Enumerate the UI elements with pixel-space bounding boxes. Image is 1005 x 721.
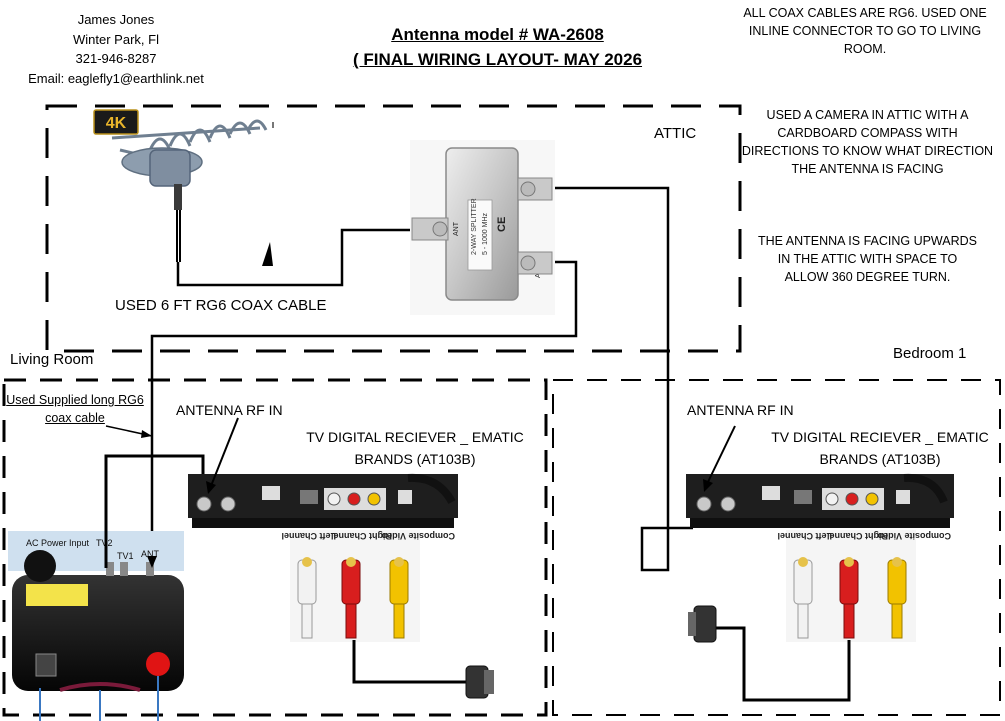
control-box-ac-power: AC Power Input — [26, 538, 90, 548]
room-label-bedroom: Bedroom 1 — [893, 345, 967, 362]
contact-email: Email: eaglefly1@earthlink.net — [28, 70, 204, 86]
bedroom-receiver-name-2: BRANDS (AT103B) — [819, 451, 941, 467]
bedroom-receiver-name-1: TV DIGITAL RECIEVER _ EMATIC — [771, 429, 989, 445]
bedroom-tv-connector — [688, 605, 717, 643]
room-label-living: Living Room — [10, 351, 94, 368]
bedroom-rca-right: Right Channel — [827, 531, 888, 541]
bedroom-receiver-label: TV DIGITAL RECIEVER _ EMATIC BRANDS (AT1… — [755, 426, 1005, 470]
contact-name: James Jones — [77, 12, 155, 27]
room-label-attic: ATTIC — [654, 125, 697, 142]
title-line-1: Antenna model # WA-2608 — [391, 25, 604, 44]
cable-label: USED 6 FT RG6 COAX CABLE — [115, 297, 327, 314]
antenna-4k-badge — [93, 109, 139, 135]
bedroom-rf-label: ANTENNA RF IN — [687, 402, 794, 418]
attic-cable-antenna-to-splitter — [176, 228, 410, 287]
antenna-image: 4K — [93, 109, 274, 266]
note-coax: ALL COAX CABLES ARE RG6. USED ONE INLINE… — [743, 6, 987, 56]
splitter-freq: 5 - 1000 MHz — [482, 212, 489, 255]
living-tv-connector — [465, 665, 494, 699]
living-rca-right: Right Channel — [331, 531, 392, 541]
attic-boundary — [45, 104, 742, 353]
living-rca-video: Composite Video — [381, 531, 455, 541]
bedroom-boundary — [552, 379, 1001, 716]
contact-block: James Jones Winter Park, Fl 321-946-8287… — [6, 10, 226, 88]
living-room-boundary — [2, 378, 548, 717]
supplied-cable-label: Used Supplied long RG6 coax cable — [6, 393, 144, 425]
living-receiver-name-2: BRANDS (AT103B) — [354, 451, 476, 467]
bedroom-receiver-image — [686, 473, 954, 528]
control-box: AC Power Input TV2 TV1 ANT — [8, 531, 184, 721]
control-box-ant: ANT — [141, 549, 160, 559]
living-rca-cables: Left Channel Right Channel Composite Vid… — [281, 530, 455, 642]
bedroom-rca-video: Composite Video — [877, 531, 951, 541]
living-receiver-label: TV DIGITAL RECIEVER _ EMATIC BRANDS (AT1… — [290, 426, 540, 470]
bedroom-tv-cable — [716, 626, 851, 702]
control-box-tv2: TV2 — [96, 538, 113, 548]
note-facing: THE ANTENNA IS FACING UPWARDS IN THE ATT… — [757, 234, 977, 284]
splitter-name: 2-WAY SPLITTER — [471, 198, 478, 255]
attic-cable-splitter-to-living — [150, 260, 578, 568]
splitter-image: 2-WAY SPLITTER 5 - 1000 MHz CE ANT TV AC… — [410, 140, 555, 315]
note-camera: USED A CAMERA IN ATTIC WITH A CARDBOARD … — [741, 108, 994, 176]
contact-city: Winter Park, Fl — [73, 31, 159, 47]
antenna-4k-text: 4K — [106, 115, 127, 132]
living-receiver-name-1: TV DIGITAL RECIEVER _ EMATIC — [306, 429, 524, 445]
living-receiver-image — [188, 473, 458, 528]
living-tv-cable — [352, 640, 466, 684]
diagram-title: Antenna model # WA-2608 ( FINAL WIRING L… — [300, 22, 695, 72]
splitter-ce: CE — [496, 217, 508, 232]
control-box-tv1: TV1 — [117, 551, 134, 561]
living-rf-label: ANTENNA RF IN — [176, 402, 283, 418]
splitter-port-ant: ANT — [453, 221, 460, 236]
bedroom-rca-left: Left Channel — [777, 531, 832, 541]
attic-cable-splitter-to-bedroom — [552, 186, 693, 572]
living-rca-left: Left Channel — [281, 531, 336, 541]
title-line-2: ( FINAL WIRING LAYOUT- MAY 2026 — [352, 50, 643, 69]
contact-phone: 321-946-8287 — [75, 51, 157, 66]
bedroom-rca-cables: Left Channel Right Channel Composite Vid… — [777, 530, 951, 642]
